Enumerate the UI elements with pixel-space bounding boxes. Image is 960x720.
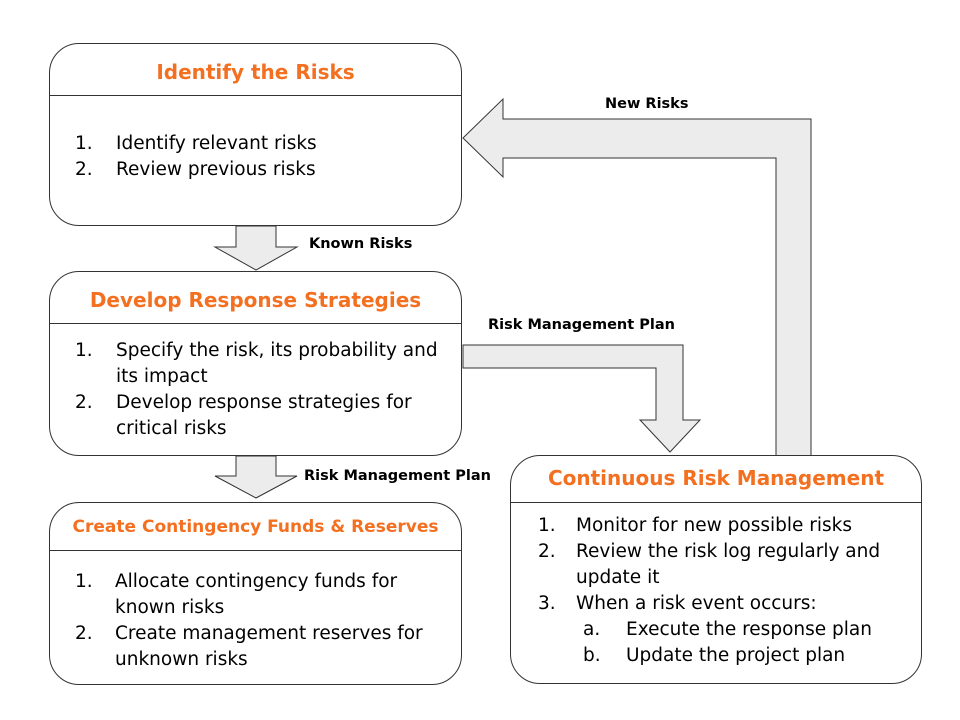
list-item: 1. Specify the risk, its probability and… <box>75 338 449 390</box>
box-title: Continuous Risk Management <box>547 466 885 490</box>
risk-management-plan-label-lower: Risk Management Plan <box>304 468 491 484</box>
list-item: 2. Create management reserves for unknow… <box>75 621 449 673</box>
box-title: Develop Response Strategies <box>89 288 422 312</box>
list-item: 1. Monitor for new possible risks <box>526 513 911 539</box>
new-risks-arrow <box>462 97 812 457</box>
step-list: 1. Specify the risk, its probability and… <box>75 338 449 442</box>
continuous-risk-management-box: Continuous Risk Management 1. Monitor fo… <box>510 455 922 684</box>
step-list: 1. Monitor for new possible risks 2. Rev… <box>526 513 911 669</box>
list-item: 3. When a risk event occurs: a. Execute … <box>526 591 911 669</box>
item-number: 2. <box>538 541 556 562</box>
item-text: Specify the risk, its probability and it… <box>116 340 438 387</box>
list-item: 1. Allocate contingency funds for known … <box>75 569 449 621</box>
sub-item-text: Execute the response plan <box>626 619 872 640</box>
item-number: 1. <box>75 340 93 361</box>
box-title: Create Contingency Funds & Reserves <box>72 517 439 537</box>
item-text: Monitor for new possible risks <box>576 515 853 536</box>
develop-response-strategies-box: Develop Response Strategies 1. Specify t… <box>49 271 462 456</box>
list-item: 1. Identify relevant risks <box>75 131 449 157</box>
item-number: 1. <box>538 515 556 536</box>
rmp-to-continuous-arrow <box>462 344 702 453</box>
list-item: 2. Develop response strategies for criti… <box>75 390 449 442</box>
sub-list-item: a. Execute the response plan <box>576 617 911 643</box>
item-text: Develop response strategies for critical… <box>116 392 412 439</box>
item-text: Review previous risks <box>116 159 316 180</box>
sub-step-list: a. Execute the response plan b. Update t… <box>576 617 911 669</box>
step-list: 1. Identify relevant risks 2. Review pre… <box>75 131 449 183</box>
item-text: Allocate contingency funds for known ris… <box>115 571 398 618</box>
sub-list-item: b. Update the project plan <box>576 643 911 669</box>
item-number: 1. <box>75 571 93 592</box>
title-divider <box>50 95 461 96</box>
item-number: 1. <box>75 133 93 154</box>
title-divider <box>50 550 461 551</box>
item-text: When a risk event occurs: <box>576 593 817 614</box>
identify-risks-box: Identify the Risks 1. Identify relevant … <box>49 43 462 226</box>
item-text: Review the risk log regularly and update… <box>576 541 881 588</box>
step-list: 1. Allocate contingency funds for known … <box>75 569 449 673</box>
create-contingency-funds-box: Create Contingency Funds & Reserves 1. A… <box>49 502 462 685</box>
item-number: 2. <box>75 623 93 644</box>
item-number: 3. <box>538 593 556 614</box>
sub-item-letter: b. <box>583 645 601 666</box>
new-risks-label: New Risks <box>605 96 689 112</box>
list-item: 2. Review previous risks <box>75 157 449 183</box>
known-risks-arrow <box>213 225 299 271</box>
sub-item-letter: a. <box>583 619 601 640</box>
item-number: 2. <box>75 159 93 180</box>
title-divider <box>50 323 461 324</box>
list-item: 2. Review the risk log regularly and upd… <box>526 539 911 591</box>
title-divider <box>511 502 921 503</box>
known-risks-label: Known Risks <box>309 236 413 252</box>
risk-management-plan-label: Risk Management Plan <box>488 317 675 333</box>
item-text: Create management reserves for unknown r… <box>115 623 423 670</box>
sub-item-text: Update the project plan <box>626 645 846 666</box>
rmp-to-create-arrow <box>214 455 298 499</box>
item-text: Identify relevant risks <box>116 133 317 154</box>
box-title: Identify the Risks <box>156 60 355 84</box>
item-number: 2. <box>75 392 93 413</box>
